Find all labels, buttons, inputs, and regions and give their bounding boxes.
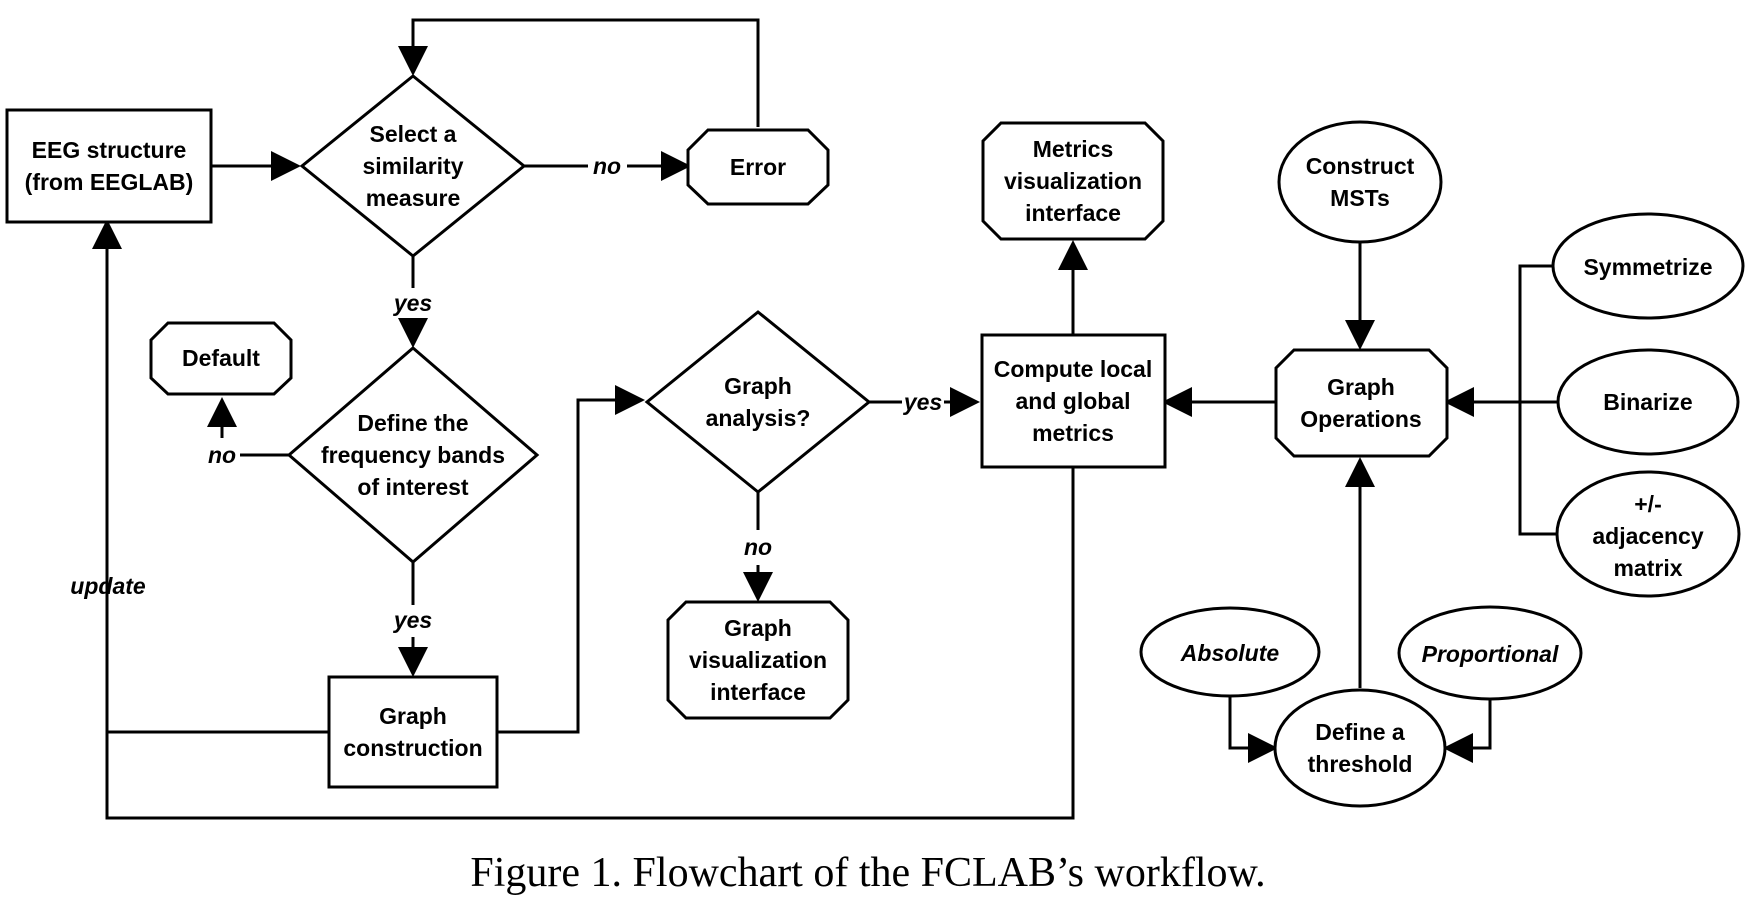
figure-caption: Figure 1. Flowchart of the FCLAB’s workf… (470, 850, 1265, 896)
eeg-structure-label: EEG structure (from EEGLAB) (25, 137, 194, 195)
edge-bracket (1518, 264, 1558, 536)
edge-absolute-to-threshold (1228, 696, 1278, 763)
label-line: analysis? (706, 405, 811, 431)
edge-label-yes-construction: yes (393, 607, 432, 633)
label-line: Graph (724, 615, 792, 641)
select-similarity-decision (299, 74, 527, 258)
label-line: Error (730, 154, 786, 180)
label-line: Absolute (1180, 640, 1280, 666)
label-line: frequency bands (321, 442, 505, 468)
label-line: Graph (1327, 374, 1395, 400)
label-line: Graph (379, 703, 447, 729)
label-line: matrix (1613, 555, 1682, 581)
absolute-node (1139, 606, 1321, 698)
adjacency-matrix-label: +/- adjacency matrix (1592, 491, 1703, 581)
label-line: Default (182, 345, 260, 371)
edge-label-yes-compute: yes (903, 389, 942, 415)
label-line: of interest (357, 474, 469, 500)
graph-vis-terminal (666, 600, 850, 720)
label-line: visualization (1004, 168, 1142, 194)
label-line: EEG structure (32, 137, 187, 163)
select-similarity-label: Select a similarity measure (363, 121, 464, 211)
label-line: construction (343, 735, 482, 761)
edge-label-no-error: no (593, 153, 621, 179)
proportional-label: Proportional (1422, 641, 1559, 667)
graph-operations-terminal (1274, 348, 1449, 458)
define-threshold-label: Define a threshold (1308, 719, 1413, 777)
label-line: Compute local (994, 356, 1152, 382)
metrics-vis-label: Metrics visualization interface (1004, 136, 1142, 226)
define-bands-decision (286, 346, 540, 564)
label-line: interface (710, 679, 806, 705)
label-line: Metrics (1033, 136, 1114, 162)
label-line: Define a (1315, 719, 1405, 745)
edge-update-loop (92, 219, 1075, 820)
label-line: adjacency (1592, 523, 1703, 549)
label-line: +/- (1634, 491, 1661, 517)
edge-error-loop (398, 18, 760, 127)
edge-label-update: update (70, 573, 146, 599)
default-terminal (149, 321, 293, 396)
symmetrize-label: Symmetrize (1583, 254, 1712, 280)
binarize-node (1556, 348, 1740, 456)
edge-construction-to-analysis (497, 385, 645, 734)
eeg-structure-box (5, 108, 213, 224)
edge-label-yes-bands: yes (393, 290, 432, 316)
symmetrize-node (1551, 212, 1745, 320)
label-line: interface (1025, 200, 1121, 226)
label-line: metrics (1032, 420, 1114, 446)
compute-metrics-box (980, 333, 1167, 469)
label-line: Graph (724, 373, 792, 399)
edge-label-no-default: no (208, 442, 236, 468)
label-line: similarity (363, 153, 464, 179)
label-line: MSTs (1330, 185, 1390, 211)
error-terminal (686, 128, 830, 206)
adjacency-matrix-node (1555, 470, 1741, 598)
edge-proportional-to-threshold (1443, 700, 1492, 763)
label-line: Binarize (1603, 389, 1692, 415)
proportional-node (1397, 605, 1583, 701)
binarize-label: Binarize (1603, 389, 1692, 415)
graph-analysis-decision (644, 310, 872, 494)
compute-metrics-label: Compute local and global metrics (994, 356, 1152, 446)
error-label: Error (730, 154, 786, 180)
define-bands-label: Define the frequency bands of interest (321, 410, 505, 500)
absolute-label: Absolute (1180, 640, 1280, 666)
label-line: threshold (1308, 751, 1413, 777)
graph-construction-label: Graph construction (343, 703, 482, 761)
default-label: Default (182, 345, 260, 371)
label-line: Symmetrize (1583, 254, 1712, 280)
label-line: Define the (357, 410, 468, 436)
construct-msts-node (1277, 120, 1443, 244)
label-line: Select a (370, 121, 457, 147)
label-line: visualization (689, 647, 827, 673)
metrics-vis-terminal (981, 121, 1165, 241)
edge-label-no-graph-vis: no (744, 534, 772, 560)
define-threshold-node (1273, 688, 1447, 808)
graph-vis-label: Graph visualization interface (689, 615, 827, 705)
label-line: (from EEGLAB) (25, 169, 194, 195)
label-line: measure (366, 185, 461, 211)
label-line: Operations (1300, 406, 1421, 432)
graph-analysis-label: Graph analysis? (706, 373, 811, 431)
label-line: Proportional (1422, 641, 1559, 667)
label-line: and global (1016, 388, 1131, 414)
label-line: Construct (1306, 153, 1415, 179)
graph-construction-box (327, 675, 499, 789)
